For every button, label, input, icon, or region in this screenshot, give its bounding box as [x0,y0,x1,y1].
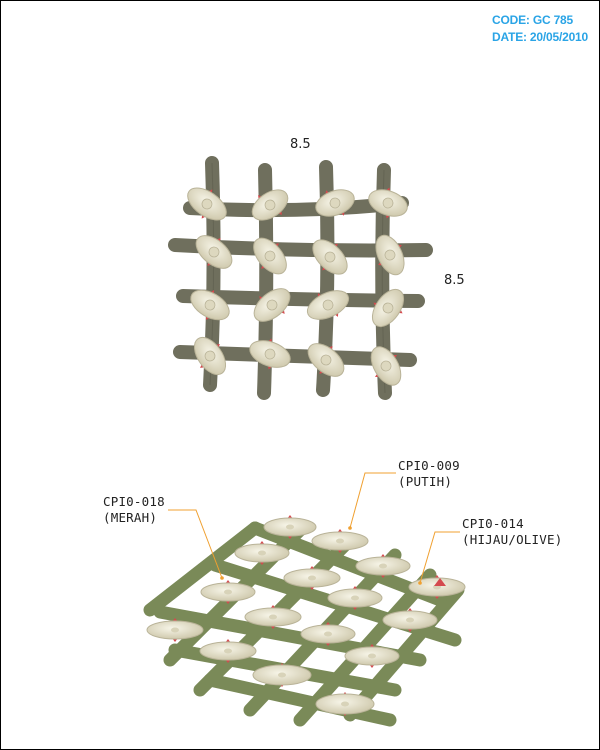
product-date: DATE: 20/05/2010 [492,30,588,44]
perspective-view-knots [146,515,466,716]
callout-leader-lines [168,472,460,585]
top-view-knots [187,187,408,386]
callout-white-code: CPI0-009 [398,458,460,473]
leader-line-white [349,472,396,529]
width-dimension-label: 8.5 [290,137,311,152]
callout-olive-code: CPI0-014 [462,516,524,531]
height-dimension-label: 8.5 [444,273,465,288]
leader-line-red [168,509,223,579]
callout-red: CPI0-018 (MERAH) [103,494,165,526]
callout-red-code: CPI0-018 [103,494,165,509]
callout-white-name: (PUTIH) [398,474,453,489]
product-code: CODE: GC 785 [492,13,573,27]
product-code-block: CODE: GC 785 DATE: 20/05/2010 [492,12,588,46]
callout-white: CPI0-009 (PUTIH) [398,458,460,490]
callout-olive-name: (HIJAU/OLIVE) [462,532,563,547]
callout-red-name: (MERAH) [103,510,158,525]
leader-line-olive [419,531,460,584]
callout-olive: CPI0-014 (HIJAU/OLIVE) [462,516,562,548]
